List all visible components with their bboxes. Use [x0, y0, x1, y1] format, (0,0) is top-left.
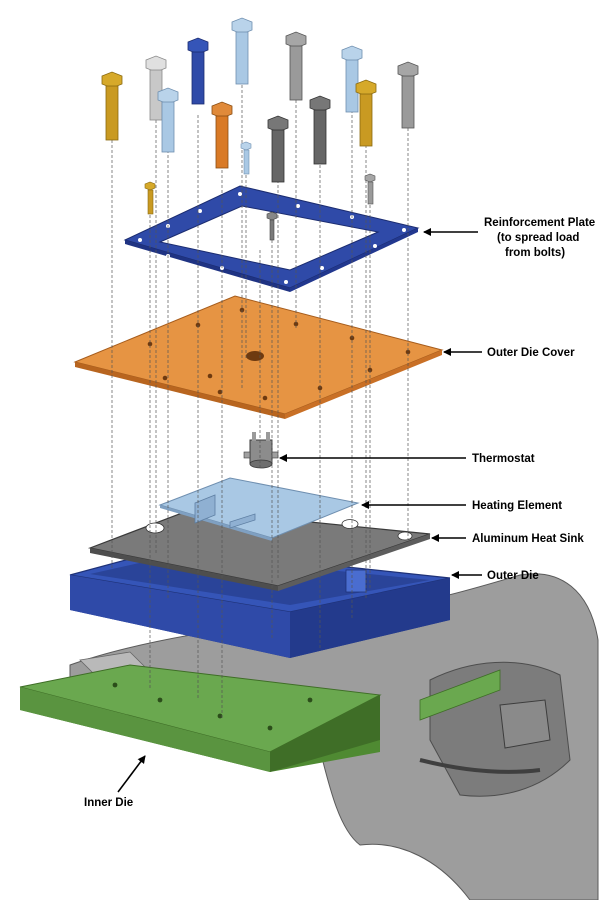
bolt-darkgray-center — [267, 115, 289, 183]
bolt-darkgray-right — [309, 95, 331, 165]
label-reinforcement-line3: from bolts) — [505, 247, 565, 259]
thermostat-part — [243, 432, 279, 469]
label-thermostat: Thermostat — [472, 453, 535, 465]
label-inner-die: Inner Die — [84, 797, 133, 809]
bolt-small-gold — [144, 181, 156, 215]
bolt-lightblue-left — [157, 87, 179, 153]
heating-element — [158, 477, 360, 541]
callout-arrows — [117, 228, 482, 793]
label-outer-die-cover: Outer Die Cover — [487, 347, 575, 359]
outer-die-cover — [73, 295, 444, 419]
bolt-small-gray — [364, 173, 376, 205]
alignment-lines — [111, 85, 409, 720]
label-reinforcement-line1: Reinforcement Plate — [484, 217, 595, 229]
bolt-blue — [187, 37, 209, 105]
label-outer-die: Outer Die — [487, 570, 539, 582]
bolt-lightblue-top — [231, 17, 253, 85]
bolt-gray-right — [397, 61, 419, 129]
bolt-orange — [211, 101, 233, 169]
label-reinforcement-line2: (to spread load — [497, 232, 579, 244]
arrow-inner-die — [117, 755, 146, 793]
label-heat-sink: Aluminum Heat Sink — [472, 533, 584, 545]
bolt-small-center — [266, 211, 278, 241]
bolt-gold-left — [101, 71, 123, 141]
bolt-small-lightblue — [240, 141, 252, 175]
bolt-gray-top — [285, 31, 307, 101]
bolt-gold-right — [355, 79, 377, 147]
heat-sink-plate — [87, 509, 431, 591]
label-heating-element: Heating Element — [472, 500, 562, 512]
inner-die-plate — [19, 664, 501, 772]
bolt-lightblue-right — [341, 45, 363, 113]
